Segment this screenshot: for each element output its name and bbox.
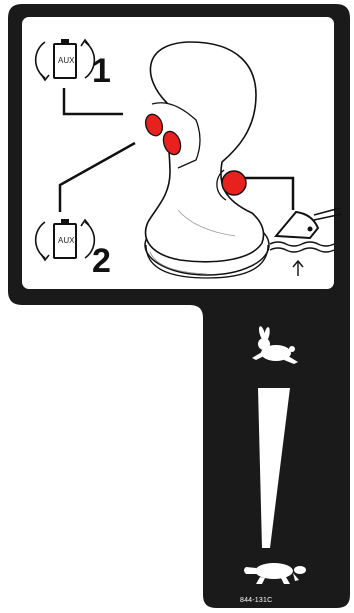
part-number: 844-131C [240,597,272,604]
aux-1-label: AUX [58,56,75,65]
number-2-label: 2 [92,242,111,280]
aux-2-label: AUX [58,236,75,245]
number-1-label: 1 [92,52,111,90]
